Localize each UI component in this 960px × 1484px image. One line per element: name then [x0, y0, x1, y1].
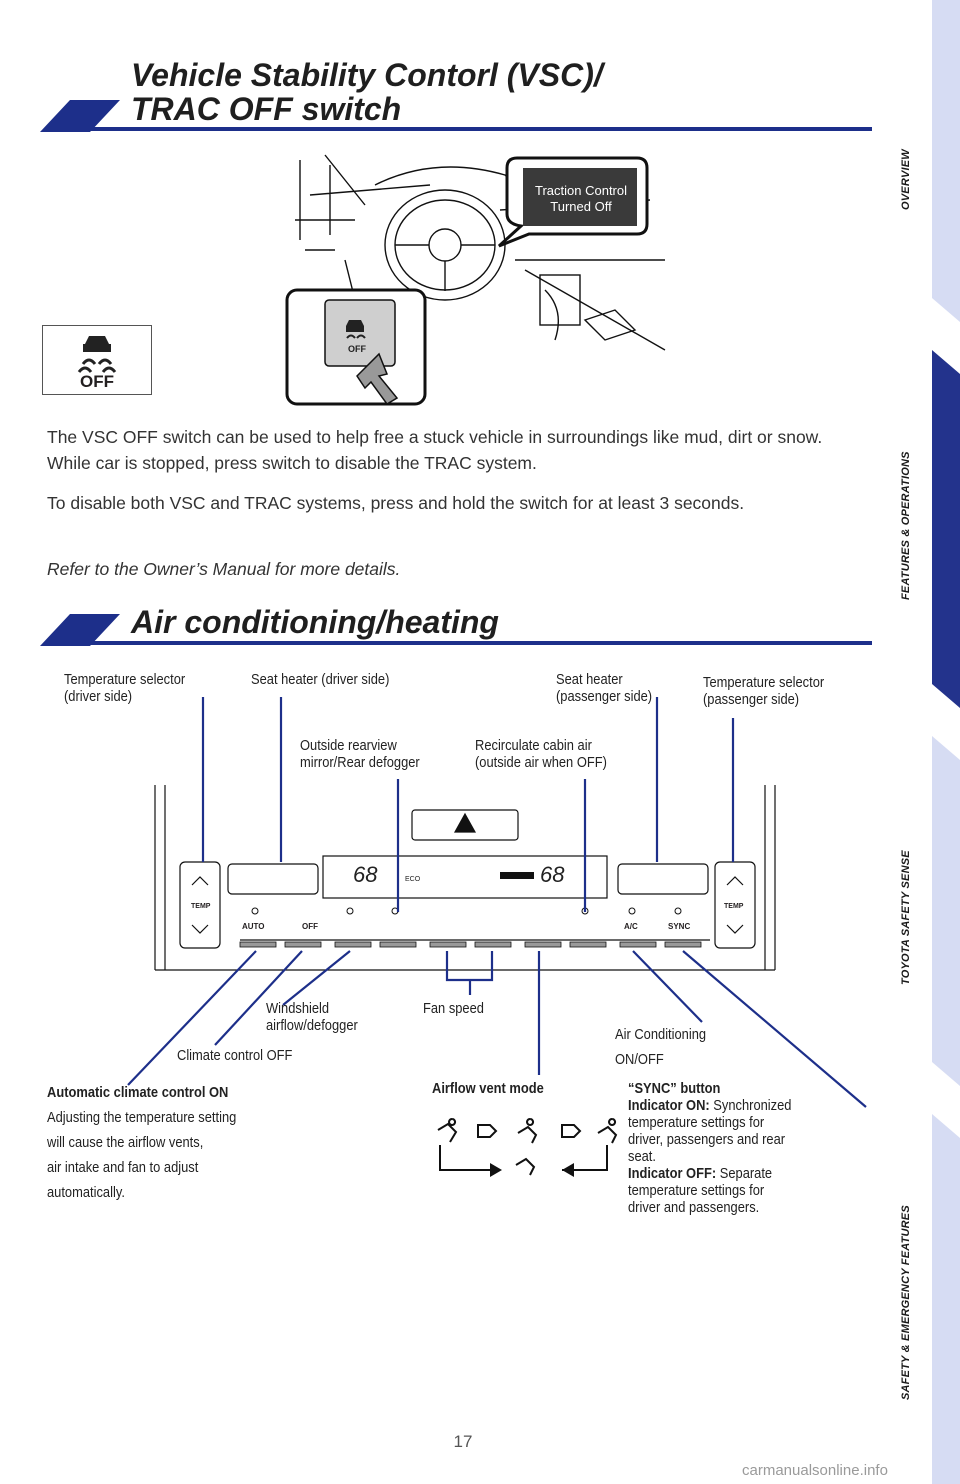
airflow-mode-cycle-icon [437, 1118, 618, 1177]
watermark: carmanualsonline.info [742, 1462, 888, 1479]
vsc-off-icon-box: OFF [42, 325, 152, 395]
vsc-title: Vehicle Stability Contorl (VSC)/ TRAC OF… [131, 57, 603, 127]
ac-button[interactable]: A/C [624, 922, 638, 931]
vsc-paragraph-3: Refer to the Owner’s Manual for more det… [47, 559, 401, 579]
sidebar-tabs-background [926, 0, 960, 1484]
auto-climate-description: Automatic climate control ON Adjusting t… [47, 1084, 237, 1201]
dashboard-illustration: OFF [285, 154, 666, 406]
switch-off-text: OFF [348, 344, 366, 354]
label-climate-off: Climate control OFF [177, 1047, 293, 1064]
airflow-mode-title: Airflow vent mode [432, 1080, 544, 1097]
auto-button[interactable]: AUTO [242, 922, 265, 931]
temp-left-button-label[interactable]: TEMP [191, 903, 211, 910]
label-seat-driver: Seat heater (driver side) [251, 671, 390, 688]
label-temp-passenger: Temperature selector(passenger side) [703, 674, 825, 708]
vsc-paragraph-2: To disable both VSC and TRAC systems, pr… [47, 493, 745, 513]
label-recirculate: Recirculate cabin air(outside air when O… [475, 737, 607, 771]
climate-control-panel [154, 785, 776, 971]
sync-button-description: “SYNC” button Indicator ON: Synchronized… [628, 1080, 792, 1216]
label-temp-driver: Temperature selector(driver side) [64, 671, 186, 705]
ac-title-rule [80, 641, 872, 645]
label-seat-passenger: Seat heater(passenger side) [556, 671, 653, 705]
page-number: 17 [453, 1432, 473, 1451]
skid-car-icon [77, 336, 117, 373]
traction-control-callout: Traction Control Turned Off [535, 183, 627, 214]
vsc-paragraph-1: The VSC OFF switch can be used to help f… [47, 427, 823, 473]
temp-right-button-label[interactable]: TEMP [724, 903, 744, 910]
ac-title: Air conditioning/heating [131, 604, 499, 640]
section-stripe [40, 100, 120, 132]
label-fan-speed: Fan speed [423, 1000, 484, 1017]
vsc-switch-icon: OFF [346, 320, 366, 354]
temp-left-display: 68 [353, 862, 378, 887]
climate-off-button[interactable]: OFF [302, 922, 318, 931]
temp-right-display: 68 [540, 862, 565, 887]
eco-indicator: ECO [405, 876, 421, 883]
section-stripe [40, 614, 120, 646]
sync-button[interactable]: SYNC [668, 922, 691, 931]
vsc-title-rule [80, 127, 872, 131]
